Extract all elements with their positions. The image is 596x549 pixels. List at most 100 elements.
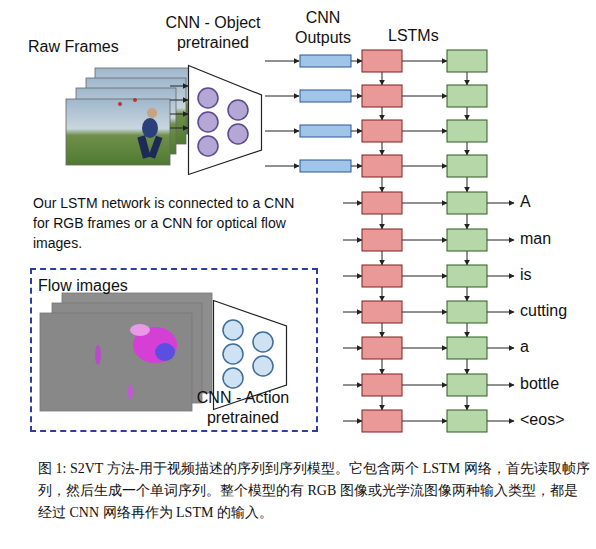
lstm-cell [447,192,487,214]
output-word: A [520,192,590,212]
lstm-cell [447,301,487,323]
neuron [223,344,243,364]
neuron [228,100,248,120]
cnn-output-bar [300,90,351,102]
neuron [198,136,218,156]
arrow [487,203,514,204]
arrow [382,72,383,85]
arrow [343,276,362,277]
arrow [170,128,188,129]
neuron [253,356,273,376]
arrow [170,114,188,115]
arrow [402,276,447,277]
arrow [382,323,383,337]
arrow [402,61,447,62]
arrow [382,107,383,120]
arrow [343,240,362,241]
trapezoid-outline [188,65,262,175]
cnn-output-bar [300,160,351,172]
neuron [253,332,273,352]
lstm-cell [447,374,487,396]
lstm-cell [362,50,402,72]
lstm-cell [362,155,402,177]
arrow [467,177,468,192]
figure-caption: 图 1: S2VT 方法-用于视频描述的序列到序列模型。它包含两个 LSTM 网… [38,458,590,524]
lstm-cell [362,301,402,323]
output-word: cutting [520,301,590,321]
output-word: <eos> [520,410,590,430]
lstm-cell [362,120,402,142]
arrow [467,107,468,120]
output-word: is [520,265,590,285]
flow-images [40,293,212,411]
arrow [402,385,447,386]
arrow [487,348,514,349]
lstm-cell [447,265,487,287]
lstm-cell [362,337,402,359]
arrow [487,240,514,241]
heading: LSTMs [388,26,468,46]
neuron [228,124,248,144]
arrow [265,61,299,62]
arrow [382,359,383,374]
arrow [402,312,447,313]
heading: CNN Outputs [288,8,358,48]
lstm-cell [447,229,487,251]
arrow [402,240,447,241]
lstm-cell [447,410,487,432]
lstm-cell [362,85,402,107]
lstm-cell [362,192,402,214]
arrow [343,312,362,313]
arrow [402,421,447,422]
arrow [343,203,362,204]
output-word: a [520,337,590,357]
arrow [467,251,468,265]
arrow [382,214,383,229]
arrow [467,214,468,229]
lstm-cell [362,374,402,396]
lstm-cell [447,155,487,177]
neuron [223,368,243,388]
lstm-cell [362,410,402,432]
arrow [351,61,362,62]
arrow [487,385,514,386]
raw-frames [66,68,195,165]
arrow [467,287,468,301]
arrow [343,348,362,349]
arrow [382,142,383,155]
arrow [402,203,447,204]
arrow [402,96,447,97]
arrow [382,287,383,301]
arrow [402,348,447,349]
output-word: bottle [520,374,590,394]
lstm-grid [170,50,514,432]
arrow [467,396,468,410]
cnn-output-bar [300,55,351,67]
cnn-block: CNN - Object pretrained [188,65,262,175]
arrow [467,72,468,85]
arrow [487,276,514,277]
arrow [265,96,299,97]
arrow [382,251,383,265]
arrow [351,166,362,167]
lstm-cell [447,50,487,72]
arrow [265,131,299,132]
neuron [198,112,218,132]
arrow [382,396,383,410]
node-label: Flow images [38,276,238,296]
node-label: CNN - Object pretrained [151,13,275,53]
group-box: Flow imagesCNN - Action pretrained [30,268,318,432]
arrow [351,96,362,97]
arrow [170,100,188,101]
lstm-cell [447,337,487,359]
lstm-cell [362,229,402,251]
neuron [223,320,243,340]
arrow [343,385,362,386]
arrow [467,142,468,155]
arrow [402,131,447,132]
cnn-block: CNN - Action pretrained [213,300,287,410]
arrow [487,312,514,313]
trapezoid [189,66,262,175]
